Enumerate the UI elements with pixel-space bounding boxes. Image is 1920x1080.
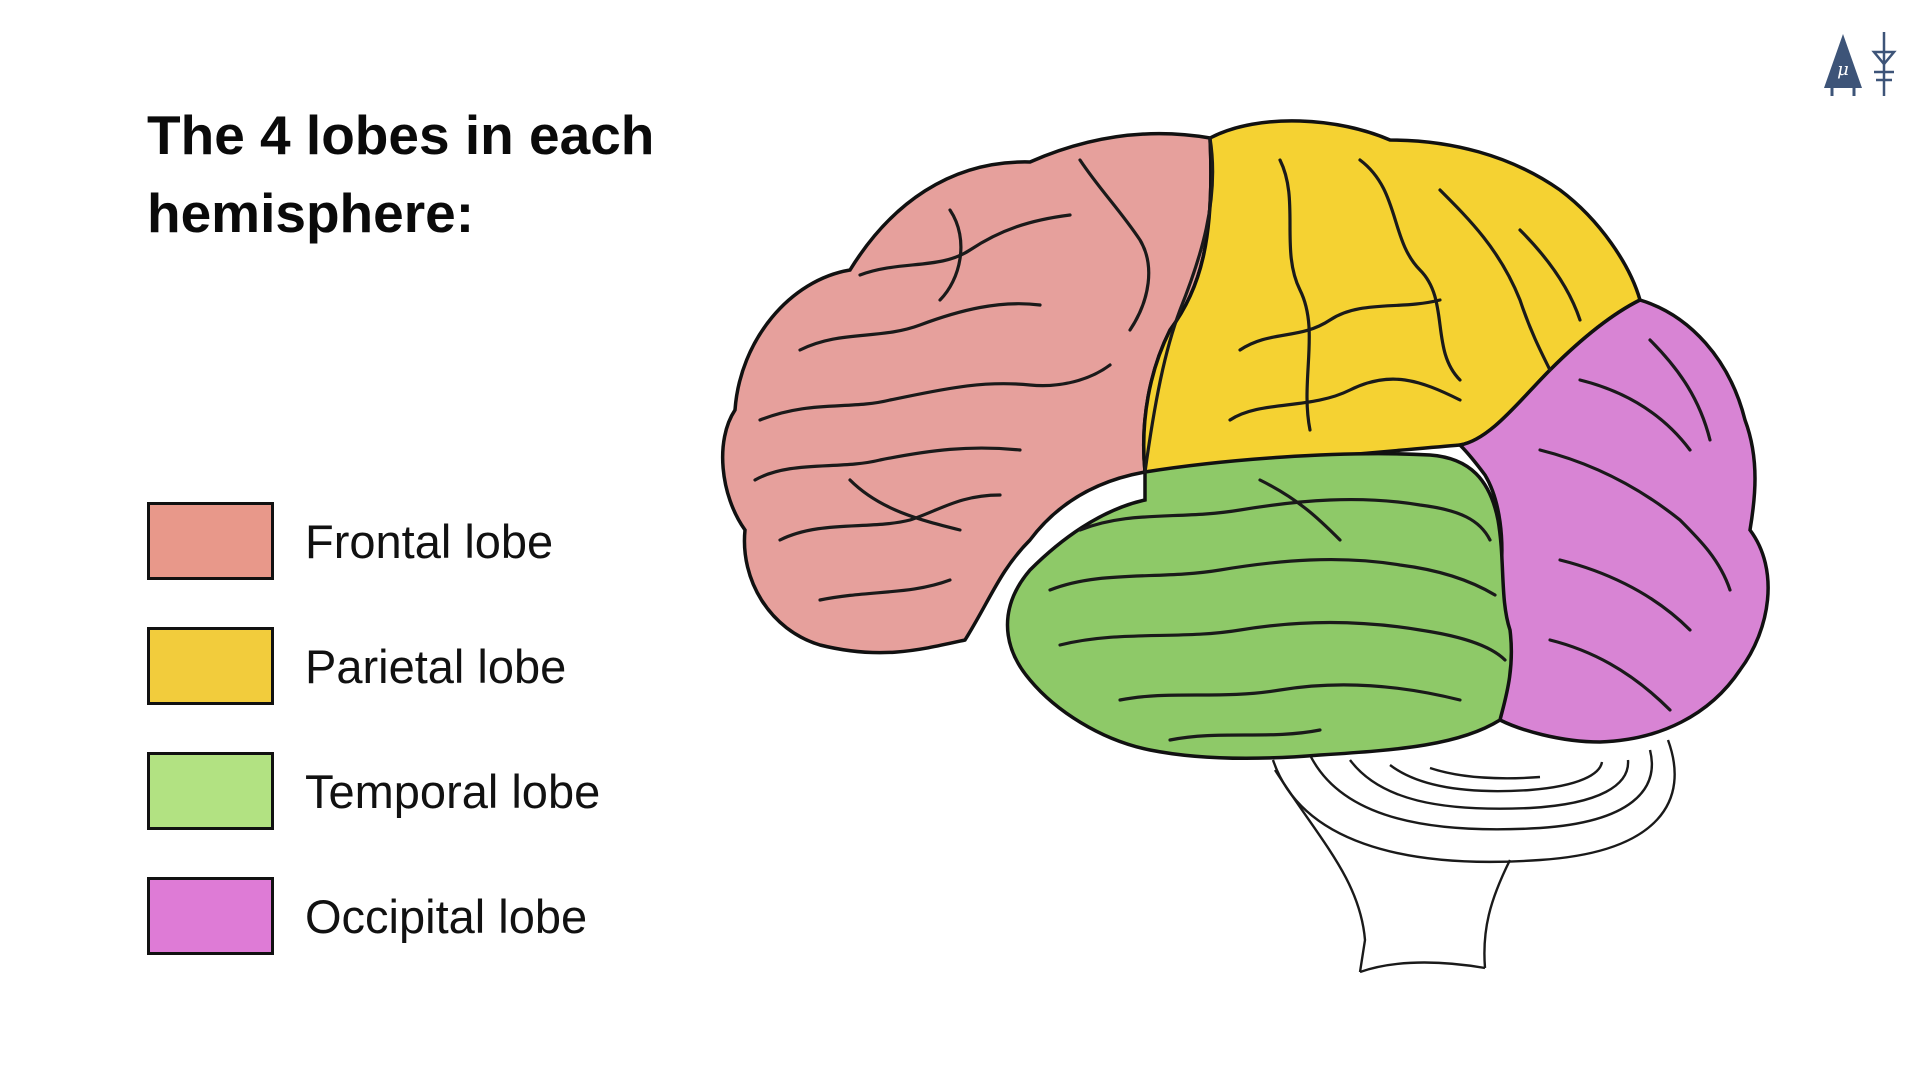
- temporal-label: Temporal lobe: [305, 765, 601, 818]
- brand-logo-icon: μ: [1824, 32, 1897, 96]
- brain-folds: [753, 136, 1732, 742]
- title-line-2: hemisphere:: [147, 182, 475, 244]
- frontal-swatch: [147, 502, 274, 580]
- temporal-swatch: [147, 752, 274, 830]
- svg-text:μ: μ: [1837, 59, 1849, 80]
- brainstem: [1273, 769, 1512, 974]
- occipital-lobe: [1456, 298, 1770, 744]
- cerebellum: [1271, 739, 1676, 864]
- page-title: The 4 lobes in each hemisphere:: [147, 96, 747, 252]
- parietal-label: Parietal lobe: [305, 640, 567, 693]
- occipital-label: Occipital lobe: [305, 890, 588, 943]
- parietal-swatch: [147, 627, 274, 705]
- frontal-label: Frontal lobe: [305, 515, 554, 568]
- temporal-lobe: [1005, 451, 1514, 761]
- occipital-swatch: [147, 877, 274, 955]
- brain-diagram: [720, 119, 1770, 974]
- title-line-1: The 4 lobes in each: [147, 104, 655, 166]
